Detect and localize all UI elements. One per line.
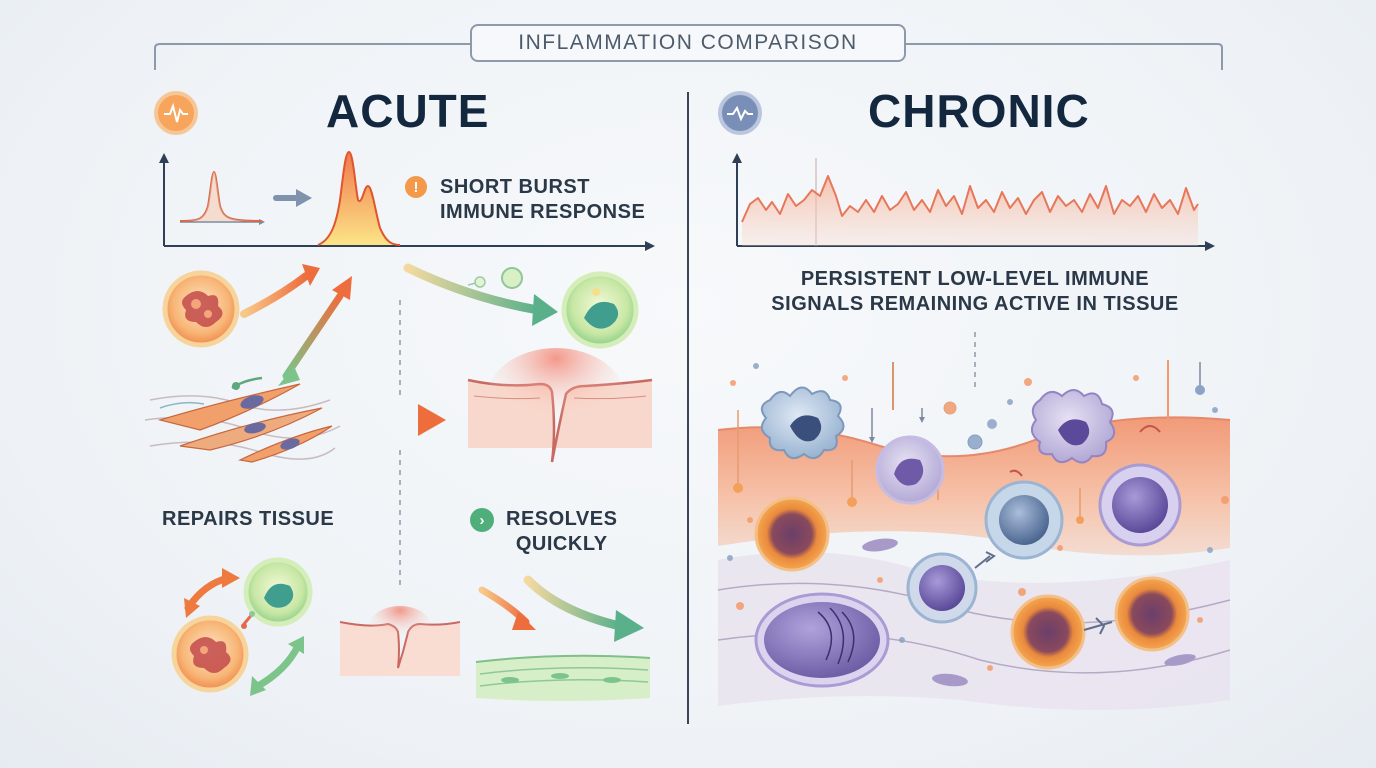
neutrophil-cell — [165, 273, 237, 345]
chronic-response-graph — [737, 158, 1210, 246]
small-wound — [340, 606, 460, 676]
persistent-line2: SIGNALS REMAINING ACTIVE IN TISSUE — [720, 292, 1230, 317]
interacting-cells — [174, 560, 310, 696]
purple-lymphocyte — [1100, 465, 1180, 545]
plasma-cell — [756, 594, 888, 686]
check-icon: › — [470, 508, 494, 532]
alert-icon: ! — [405, 176, 427, 198]
orange-lymphocyte — [1012, 596, 1084, 668]
short-burst-label: SHORT BURST IMMUNE RESPONSE — [440, 175, 680, 225]
healed-tissue — [476, 656, 650, 701]
heartbeat-spike-icon — [156, 93, 196, 133]
fibroblast-tissue — [145, 378, 340, 462]
comparison-header-title: INFLAMMATION COMPARISON — [470, 24, 906, 62]
orange-lymphocyte — [756, 498, 828, 570]
persistent-line1: PERSISTENT LOW-LEVEL IMMUNE — [720, 267, 1230, 292]
short-burst-line2: IMMUNE RESPONSE — [440, 200, 680, 225]
blue-lymphocyte — [986, 482, 1062, 558]
purple-lymphocyte — [908, 554, 976, 622]
chronic-title: CHRONIC — [868, 84, 1090, 138]
resolves-line1: RESOLVES — [506, 507, 617, 532]
activated-macrophage — [1032, 390, 1114, 463]
heartbeat-wave-icon — [720, 93, 760, 133]
acute-title: ACUTE — [326, 84, 489, 138]
orange-lymphocyte — [1116, 578, 1188, 650]
persistent-signals-label: PERSISTENT LOW-LEVEL IMMUNE SIGNALS REMA… — [720, 267, 1230, 317]
repairs-tissue-label: REPAIRS TISSUE — [162, 507, 334, 532]
macrophage-cell — [564, 274, 636, 346]
resolves-line2: QUICKLY — [506, 532, 617, 557]
lymphocyte-cell — [877, 437, 943, 503]
activated-macrophage — [762, 387, 844, 458]
short-burst-line1: SHORT BURST — [440, 175, 680, 200]
small-spike-graph — [180, 172, 262, 222]
wound-tissue — [468, 348, 652, 462]
resolves-quickly-label: RESOLVES QUICKLY — [506, 507, 617, 557]
